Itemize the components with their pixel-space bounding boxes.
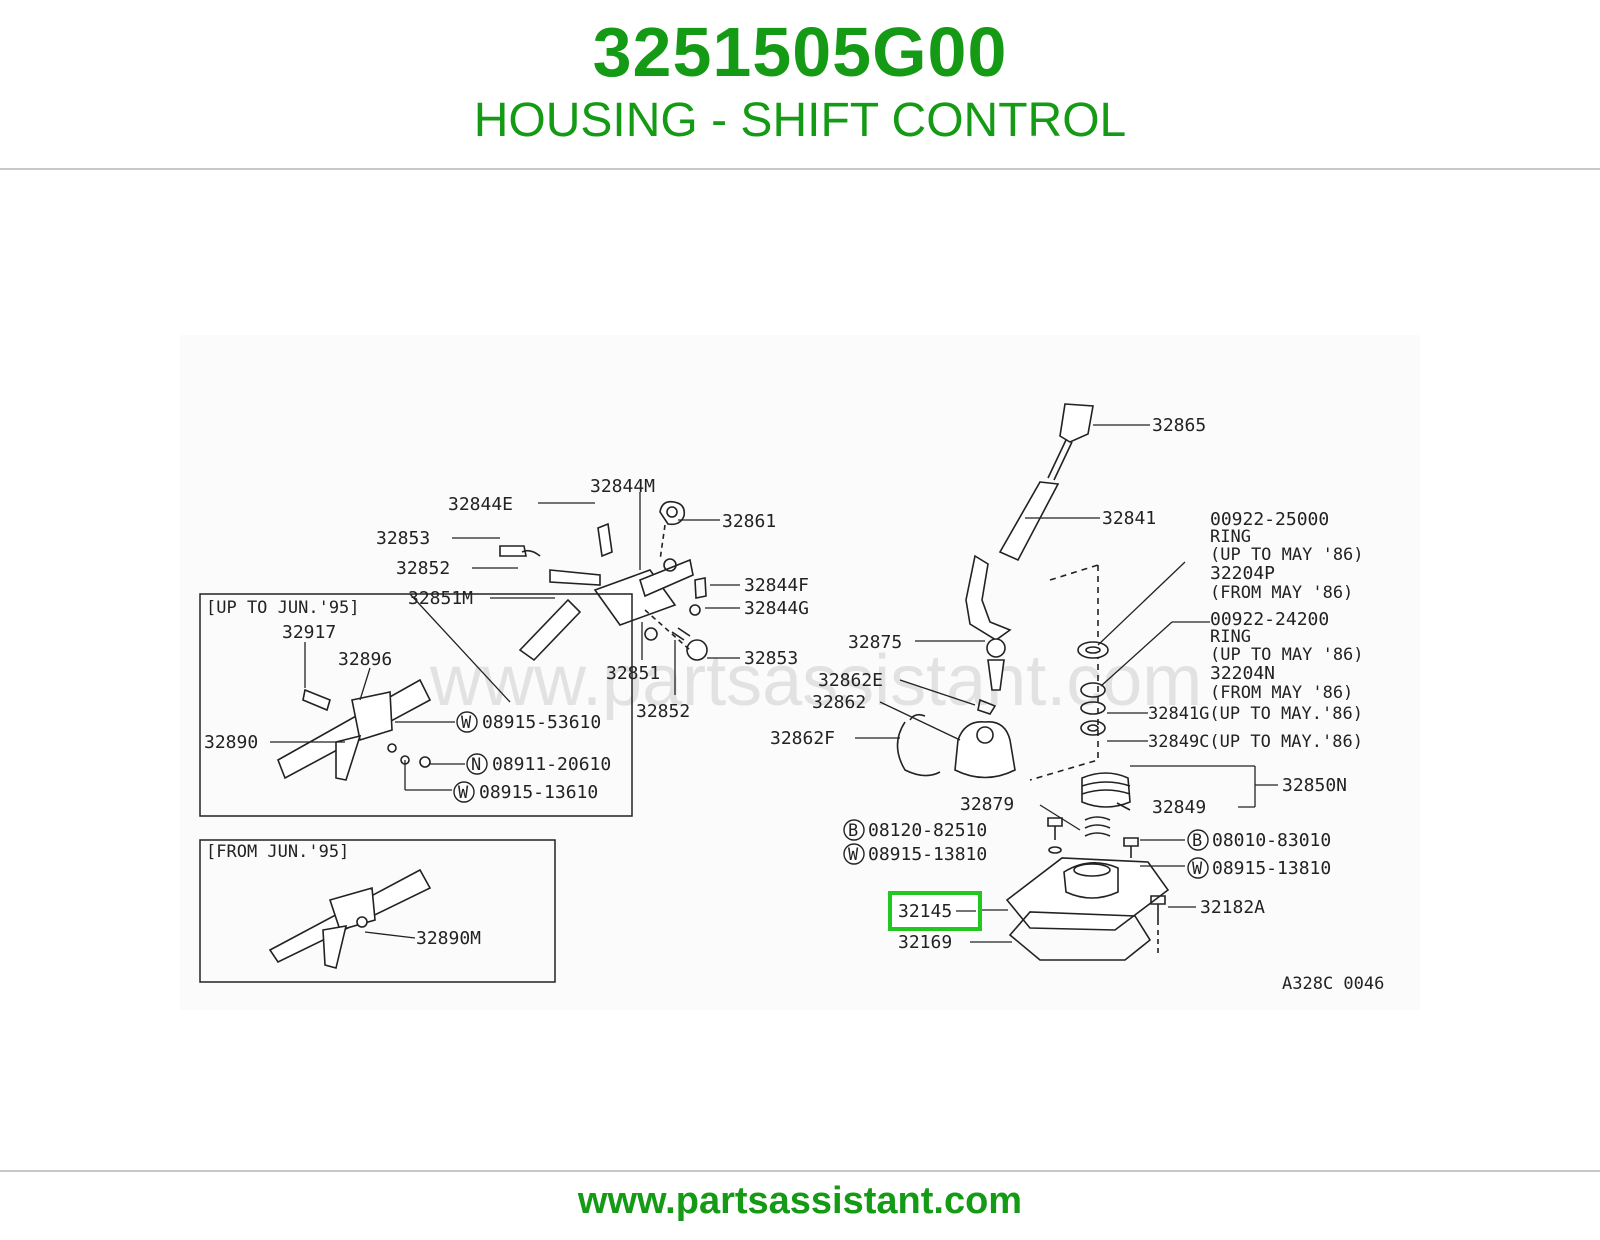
box-up-to-jun-95 <box>199 593 633 817</box>
ring1-date-up: (UP TO MAY '86) <box>1210 545 1364 565</box>
label-32849: 32849 <box>1152 797 1206 818</box>
label-32844M: 32844M <box>590 476 655 497</box>
box-linework <box>268 678 432 969</box>
ring1-date-from: (FROM MAY '86) <box>1210 583 1353 603</box>
label-32145[interactable]: 32145 <box>898 901 952 922</box>
ring2-date-from: (FROM MAY '86) <box>1210 683 1353 703</box>
symbol-b-2: B <box>1192 831 1202 851</box>
label-32890M: 32890M <box>416 928 481 949</box>
label-32182A: 32182A <box>1200 897 1265 918</box>
label-32879: 32879 <box>960 794 1014 815</box>
label-32849C: 32849C(UP TO MAY.'86) <box>1148 732 1363 752</box>
symbol-w-1: W <box>461 713 472 733</box>
box-leaders <box>270 642 465 939</box>
bolt-symbol-icon <box>843 819 865 841</box>
ring2-name: RING <box>1210 627 1251 647</box>
washer-symbol-icon <box>843 843 865 865</box>
symbol-w-4: W <box>1192 859 1203 879</box>
part-number-title: 3251505G00 <box>592 13 1008 91</box>
box-title-from: [FROM JUN.'95] <box>206 842 349 862</box>
label-32865: 32865 <box>1152 415 1206 436</box>
label-32844G: 32844G <box>744 598 809 619</box>
label-32844F: 32844F <box>744 575 809 596</box>
label-32917: 32917 <box>282 622 336 643</box>
washer-symbol-icon <box>456 711 478 733</box>
ring2-part: 00922-24200 <box>1210 609 1329 630</box>
label-32875: 32875 <box>848 632 902 653</box>
label-32852-b: 32852 <box>636 701 690 722</box>
ring1-part: 00922-25000 <box>1210 509 1329 530</box>
label-08915-13810-a: 08915-13810 <box>868 844 987 865</box>
label-32844E: 32844E <box>448 494 513 515</box>
nut-symbol-icon <box>466 753 488 775</box>
box-title-up-to: [UP TO JUN.'95] <box>206 598 360 618</box>
label-08911-20610: 08911-20610 <box>492 754 611 775</box>
label-32169: 32169 <box>898 932 952 953</box>
label-08010-83010: 08010-83010 <box>1212 830 1331 851</box>
label-32853-a: 32853 <box>376 528 430 549</box>
page-header: 3251505G00 HOUSING - SHIFT CONTROL <box>0 0 1600 168</box>
symbol-n: N <box>471 755 481 775</box>
label-32862: 32862 <box>812 692 866 713</box>
drawing-code: A328C 0046 <box>1282 974 1384 994</box>
label-32853-b: 32853 <box>744 648 798 669</box>
symbol-b-1: B <box>848 821 858 841</box>
ring2-alt-part: 32204N <box>1210 663 1275 684</box>
label-32841G: 32841G(UP TO MAY.'86) <box>1148 704 1363 724</box>
label-08915-53610: 08915-53610 <box>482 712 601 733</box>
label-32851M: 32851M <box>408 588 473 609</box>
leader-lines <box>452 424 1278 943</box>
label-08915-13810-b: 08915-13810 <box>1212 858 1331 879</box>
label-32841: 32841 <box>1102 508 1156 529</box>
watermark: www.partsassistant.com <box>429 641 1202 721</box>
label-08915-13610: 08915-13610 <box>479 782 598 803</box>
header-divider <box>0 168 1600 170</box>
symbol-w-2: W <box>458 783 469 803</box>
label-32861: 32861 <box>722 511 776 532</box>
box-callout-line <box>409 593 511 703</box>
box-from-jun-95 <box>199 839 556 983</box>
bolt-symbol-icon <box>1187 829 1209 851</box>
washer-symbol-icon <box>1187 857 1209 879</box>
label-32852-a: 32852 <box>396 558 450 579</box>
ring2-date-up: (UP TO MAY '86) <box>1210 645 1364 665</box>
site-link[interactable]: www.partsassistant.com <box>577 1180 1023 1222</box>
label-32851: 32851 <box>606 663 660 684</box>
ring1-alt-part: 32204P <box>1210 563 1275 584</box>
footer-divider <box>0 1170 1600 1172</box>
part-description: HOUSING - SHIFT CONTROL <box>473 94 1127 147</box>
label-08120-82510: 08120-82510 <box>868 820 987 841</box>
washer-symbol-icon <box>453 781 475 803</box>
label-32862E: 32862E <box>818 670 883 691</box>
label-32850N: 32850N <box>1282 775 1347 796</box>
label-32862F: 32862F <box>770 728 835 749</box>
label-32896: 32896 <box>338 649 392 670</box>
ring1-name: RING <box>1210 527 1251 547</box>
label-32890: 32890 <box>204 732 258 753</box>
symbol-w-3: W <box>848 845 859 865</box>
diagram-linework <box>499 403 1170 961</box>
